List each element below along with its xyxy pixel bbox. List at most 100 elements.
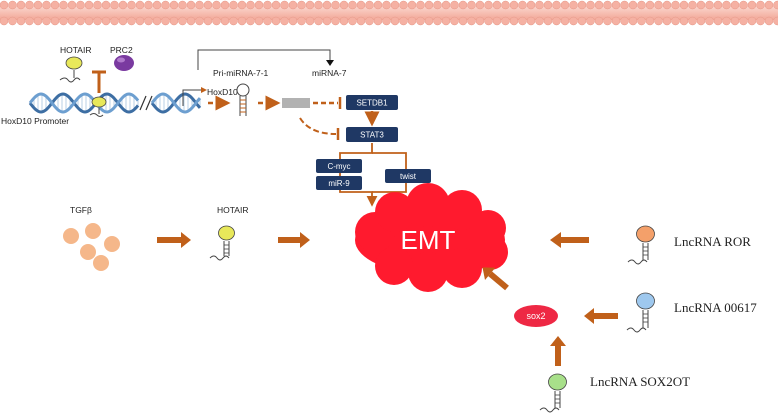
lipid-head: [594, 16, 604, 26]
lipid-head: [526, 0, 536, 10]
mature-mirna-icon: [282, 98, 310, 108]
lipid-head: [365, 16, 374, 26]
lipid-head: [67, 16, 77, 26]
lipid-head: [186, 0, 196, 10]
lipid-head: [475, 0, 485, 10]
mirna-inhibit-stat3: [299, 117, 337, 135]
lipid-head: [679, 0, 689, 10]
lipid-head: [203, 0, 213, 10]
lipid-head: [390, 0, 400, 10]
setdb1-box: [346, 95, 398, 110]
lncrna-ror-label: LncRNA ROR: [674, 234, 751, 249]
lipid-head: [696, 16, 706, 26]
setdb1-label: SETDB1: [356, 99, 388, 108]
lipid-head: [144, 16, 153, 26]
lipid-head: [42, 0, 51, 10]
lipid-head: [288, 16, 298, 26]
lipid-head: [535, 0, 544, 10]
lipid-head: [297, 16, 306, 26]
stat3-to-emt-path: [339, 143, 378, 207]
dna-strand: [28, 92, 140, 114]
lipid-head: [722, 0, 731, 10]
lipid-head: [628, 16, 638, 26]
lipid-head: [331, 16, 340, 26]
lipid-head: [739, 16, 748, 26]
lipid-head: [356, 16, 366, 26]
lipid-head: [178, 0, 187, 10]
lipid-head: [382, 0, 391, 10]
lipid-head: [501, 0, 510, 10]
lipid-head: [271, 16, 281, 26]
lipid-head: [288, 0, 298, 10]
lipid-head: [373, 0, 383, 10]
lipid-head: [611, 16, 621, 26]
lipid-head: [586, 0, 595, 10]
lipid-head: [467, 0, 476, 10]
lipid-head: [688, 0, 697, 10]
lipid-head: [424, 0, 434, 10]
lipid-head: [739, 0, 748, 10]
lipid-head: [705, 0, 714, 10]
lipid-head: [611, 0, 621, 10]
lipid-head: [518, 0, 527, 10]
lipid-head: [263, 16, 272, 26]
lipid-head: [603, 0, 612, 10]
lipid-head: [764, 16, 774, 26]
lipid-head: [237, 0, 247, 10]
lipid-head: [59, 16, 68, 26]
lipid-head: [229, 16, 238, 26]
lipid-head: [127, 16, 136, 26]
lipid-head: [424, 16, 434, 26]
lipid-head: [620, 0, 629, 10]
lipid-head: [475, 16, 485, 26]
lipid-head: [509, 16, 519, 26]
lipid-head: [84, 16, 94, 26]
tgfb-label: TGFβ: [70, 205, 92, 215]
lipid-head: [620, 16, 629, 26]
lipid-head: [322, 16, 332, 26]
lncrna-sox2ot-icon: [539, 373, 567, 413]
lipid-head: [280, 16, 289, 26]
lipid-head: [254, 16, 264, 26]
lipid-head: [152, 16, 162, 26]
lipid-head: [688, 16, 697, 26]
lipid-head: [509, 0, 519, 10]
lipid-head: [305, 0, 315, 10]
lipid-head: [0, 16, 9, 26]
lipid-head: [713, 0, 723, 10]
stat3-label: STAT3: [360, 131, 384, 140]
tgfb-molecules-icon: [63, 223, 120, 271]
lipid-head: [450, 16, 459, 26]
dna-strand: [150, 92, 202, 114]
lipid-head: [50, 0, 60, 10]
lipid-head: [237, 16, 247, 26]
lipid-head: [577, 16, 587, 26]
lipid-head: [203, 16, 213, 26]
lipid-head: [59, 0, 68, 10]
lipid-head: [416, 16, 425, 26]
lipid-head: [679, 16, 689, 26]
lncrna-sox2ot-label: LncRNA SOX2OT: [590, 374, 690, 389]
lipid-head: [356, 0, 366, 10]
lipid-head: [756, 16, 765, 26]
lipid-head: [722, 16, 731, 26]
lipid-head: [322, 0, 332, 10]
lipid-head: [662, 16, 672, 26]
lipid-head: [16, 0, 26, 10]
lipid-head: [110, 16, 119, 26]
lipid-head: [637, 0, 646, 10]
lipid-head: [484, 16, 493, 26]
twist-label: twist: [400, 172, 417, 181]
lipid-head: [458, 16, 468, 26]
lipid-head: [212, 16, 221, 26]
lipid-head: [569, 0, 578, 10]
lipid-head: [101, 16, 111, 26]
lipid-head: [441, 0, 451, 10]
lipid-head: [144, 0, 153, 10]
lipid-head: [280, 0, 289, 10]
lipid-head: [535, 16, 544, 26]
dna-break-mark: [139, 95, 147, 111]
lipid-head: [169, 0, 179, 10]
lipid-head: [169, 16, 179, 26]
